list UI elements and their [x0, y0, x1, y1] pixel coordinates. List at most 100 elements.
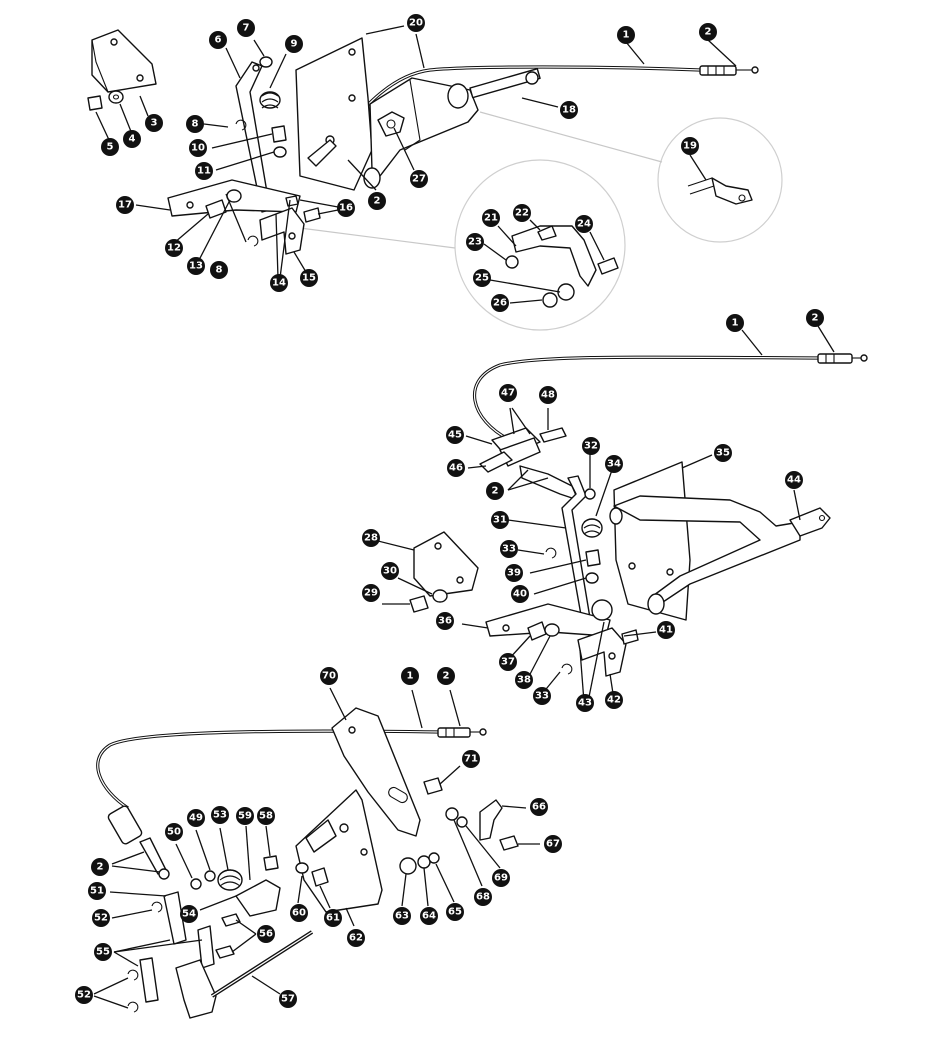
- svg-text:32: 32: [584, 441, 598, 452]
- callout-7: 7: [237, 19, 255, 37]
- callout-19: 19: [681, 137, 699, 155]
- screw-48: [539, 427, 567, 443]
- shaft-frame: [613, 495, 801, 605]
- callout-1: 1: [726, 314, 744, 332]
- lever-19: [687, 177, 753, 205]
- svg-text:11: 11: [197, 166, 211, 177]
- middle-assembly: [409, 353, 868, 677]
- callouts: 1 2 3 4 5 6 7 8 8 9 10 11 12 13 14 15 16…: [75, 14, 824, 1008]
- svg-text:7: 7: [243, 23, 250, 34]
- svg-text:60: 60: [292, 908, 306, 919]
- callout-56: 56: [257, 925, 275, 943]
- nut-27: [377, 111, 405, 137]
- svg-text:2: 2: [492, 486, 499, 497]
- svg-text:67: 67: [546, 839, 560, 850]
- callout-9: 9: [285, 35, 303, 53]
- callout-50: 50: [165, 823, 183, 841]
- bolt-39: [585, 549, 601, 567]
- svg-text:45: 45: [448, 430, 462, 441]
- svg-text:26: 26: [493, 298, 507, 309]
- svg-text:15: 15: [302, 273, 316, 284]
- svg-text:71: 71: [464, 754, 478, 765]
- svg-text:2: 2: [443, 671, 450, 682]
- callout-60: 60: [290, 904, 308, 922]
- screw-41: [621, 629, 639, 645]
- svg-text:54: 54: [182, 909, 196, 920]
- callout-39: 39: [505, 564, 523, 582]
- bracket-25: [511, 225, 597, 287]
- cable-sleeve-2-bottom: [107, 805, 170, 880]
- washer-65: [428, 852, 440, 864]
- bush-63: [399, 857, 417, 875]
- svg-text:34: 34: [607, 459, 621, 470]
- callout-52: 52: [92, 909, 110, 927]
- clip-33a: [545, 547, 557, 559]
- svg-text:51: 51: [90, 886, 104, 897]
- callout-6: 6: [209, 31, 227, 49]
- svg-text:2: 2: [374, 196, 381, 207]
- callout-13: 13: [187, 257, 205, 275]
- callout-40: 40: [511, 585, 529, 603]
- screw-24: [597, 257, 619, 275]
- top-assembly: [87, 29, 783, 331]
- callout-55: 55: [94, 943, 112, 961]
- svg-text:12: 12: [167, 243, 181, 254]
- clip-52b: [127, 969, 139, 981]
- svg-text:69: 69: [494, 873, 508, 884]
- link-55b: [197, 925, 215, 969]
- washer-64: [417, 855, 431, 869]
- svg-text:23: 23: [468, 237, 482, 248]
- svg-text:13: 13: [189, 261, 203, 272]
- svg-text:37: 37: [501, 657, 515, 668]
- svg-text:29: 29: [364, 588, 378, 599]
- svg-text:1: 1: [732, 318, 739, 329]
- washer-60: [295, 862, 309, 874]
- lever-6: [235, 61, 271, 213]
- svg-text:39: 39: [507, 568, 521, 579]
- callout-48: 48: [539, 386, 557, 404]
- callout-24: 24: [575, 215, 593, 233]
- svg-text:61: 61: [326, 913, 340, 924]
- svg-text:8: 8: [192, 119, 199, 130]
- washer-68: [445, 807, 459, 821]
- callout-1: 1: [617, 26, 635, 44]
- callout-31: 31: [491, 511, 509, 529]
- bracket-70: [331, 707, 421, 837]
- svg-text:48: 48: [541, 390, 555, 401]
- link-55a: [163, 891, 187, 945]
- callout-43: 43: [576, 694, 594, 712]
- svg-text:16: 16: [339, 203, 353, 214]
- svg-text:2: 2: [812, 313, 819, 324]
- pivot-61: [311, 867, 329, 887]
- spring-53: [217, 869, 243, 891]
- bracket-28: [413, 531, 479, 597]
- clip-33b: [561, 663, 573, 675]
- callout-51: 51: [88, 882, 106, 900]
- callout-59: 59: [236, 807, 254, 825]
- clip-8b: [247, 235, 259, 247]
- callout-17: 17: [116, 196, 134, 214]
- leader-lines: [93, 25, 835, 1009]
- bush-26: [542, 292, 558, 308]
- svg-text:35: 35: [716, 448, 730, 459]
- bracket-15: [259, 207, 305, 255]
- svg-text:28: 28: [364, 533, 378, 544]
- detail-circle-19: [657, 117, 783, 243]
- svg-text:3: 3: [151, 118, 158, 129]
- svg-text:27: 27: [412, 174, 426, 185]
- svg-text:56: 56: [259, 929, 273, 940]
- bolt-71: [423, 777, 443, 795]
- svg-text:31: 31: [493, 515, 507, 526]
- callout-46: 46: [447, 459, 465, 477]
- callout-2: 2: [437, 667, 455, 685]
- svg-text:42: 42: [607, 695, 621, 706]
- svg-text:21: 21: [484, 213, 498, 224]
- callout-2: 2: [91, 858, 109, 876]
- detail-pointer-19: [479, 111, 663, 163]
- svg-text:4: 4: [129, 134, 136, 145]
- cable-end-fitting-top: [699, 65, 759, 76]
- callout-2: 2: [806, 309, 824, 327]
- svg-text:40: 40: [513, 589, 527, 600]
- screw-16: [303, 207, 321, 223]
